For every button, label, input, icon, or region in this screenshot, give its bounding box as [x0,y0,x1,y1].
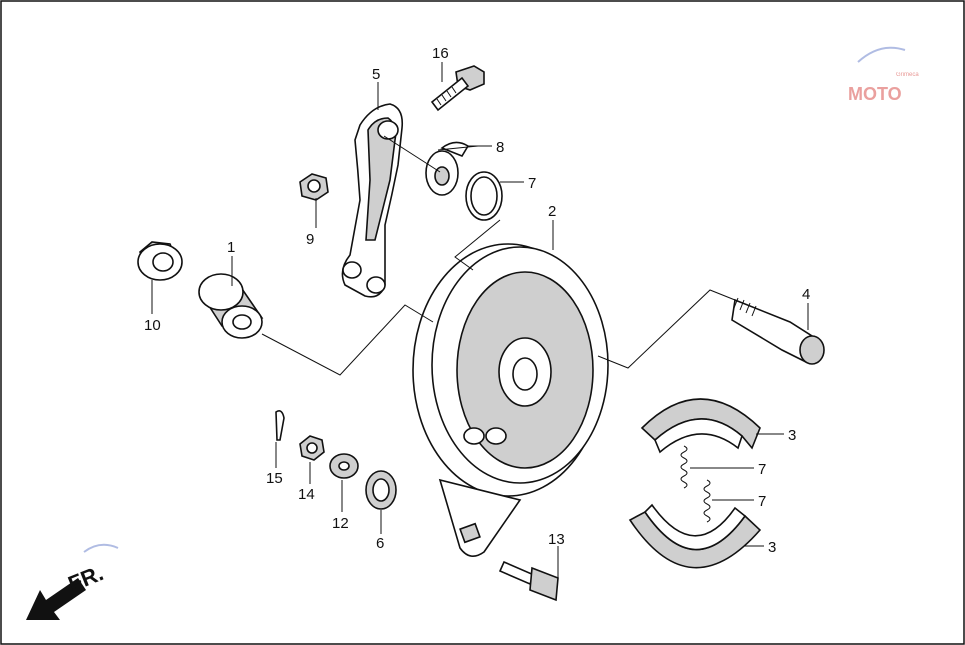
arrow-down-left-icon [26,578,86,620]
callout-4: 4 [802,286,810,303]
part-12-washer [329,453,359,479]
callout-7-upper: 7 [758,461,766,478]
callout-11: 10 [144,317,161,334]
watermark-text: MOTO [848,84,902,104]
assembly-lines [261,135,736,376]
callout-5: 5 [372,66,380,83]
part-1-collar [198,273,264,339]
callout-10: 9 [306,231,314,248]
part-2-brake-panel [412,243,609,557]
callout-1: 1 [227,239,235,256]
part-8-seal-ring [465,171,503,221]
part-3-brake-shoe-lower [628,503,762,569]
callout-9: 8 [496,139,504,156]
callout-3-upper: 3 [788,427,796,444]
front-direction-marker: FR. [26,543,119,620]
watermark-subtext: Grimeca [896,72,919,78]
callout-7-lower: 7 [758,493,766,510]
part-11-flange-nut [137,241,183,281]
callout-14: 14 [298,486,315,503]
watermark-logo: MOTO Grimeca [848,46,919,104]
callout-leaders [151,62,809,578]
part-9-wear-indicator [425,141,470,196]
callout-12: 12 [332,515,349,532]
part-3-brake-shoe-upper [640,398,761,454]
callout-16: 16 [432,45,449,62]
part-7-spring-a [680,445,688,489]
part-10-nut [299,173,329,201]
part-7-spring-b [703,479,711,523]
callout-6: 6 [376,535,384,552]
callout-8: 7 [528,175,536,192]
callout-2: 2 [548,203,556,220]
callout-15: 15 [266,470,283,487]
part-15-cotter-pin [275,410,285,441]
part-16-bolt [430,65,485,112]
part-4-camshaft [731,297,825,365]
callout-labels: 16 5 8 7 9 2 1 10 4 3 7 7 3 15 14 12 6 1… [144,45,810,556]
part-14-nut [299,435,325,461]
front-label: FR. [65,560,107,596]
part-6-bearing [365,470,397,510]
part-13-pivot-bolt [498,560,559,602]
callout-13: 13 [548,531,565,548]
part-5-brake-arm [341,103,404,298]
callout-3-lower: 3 [768,539,776,556]
